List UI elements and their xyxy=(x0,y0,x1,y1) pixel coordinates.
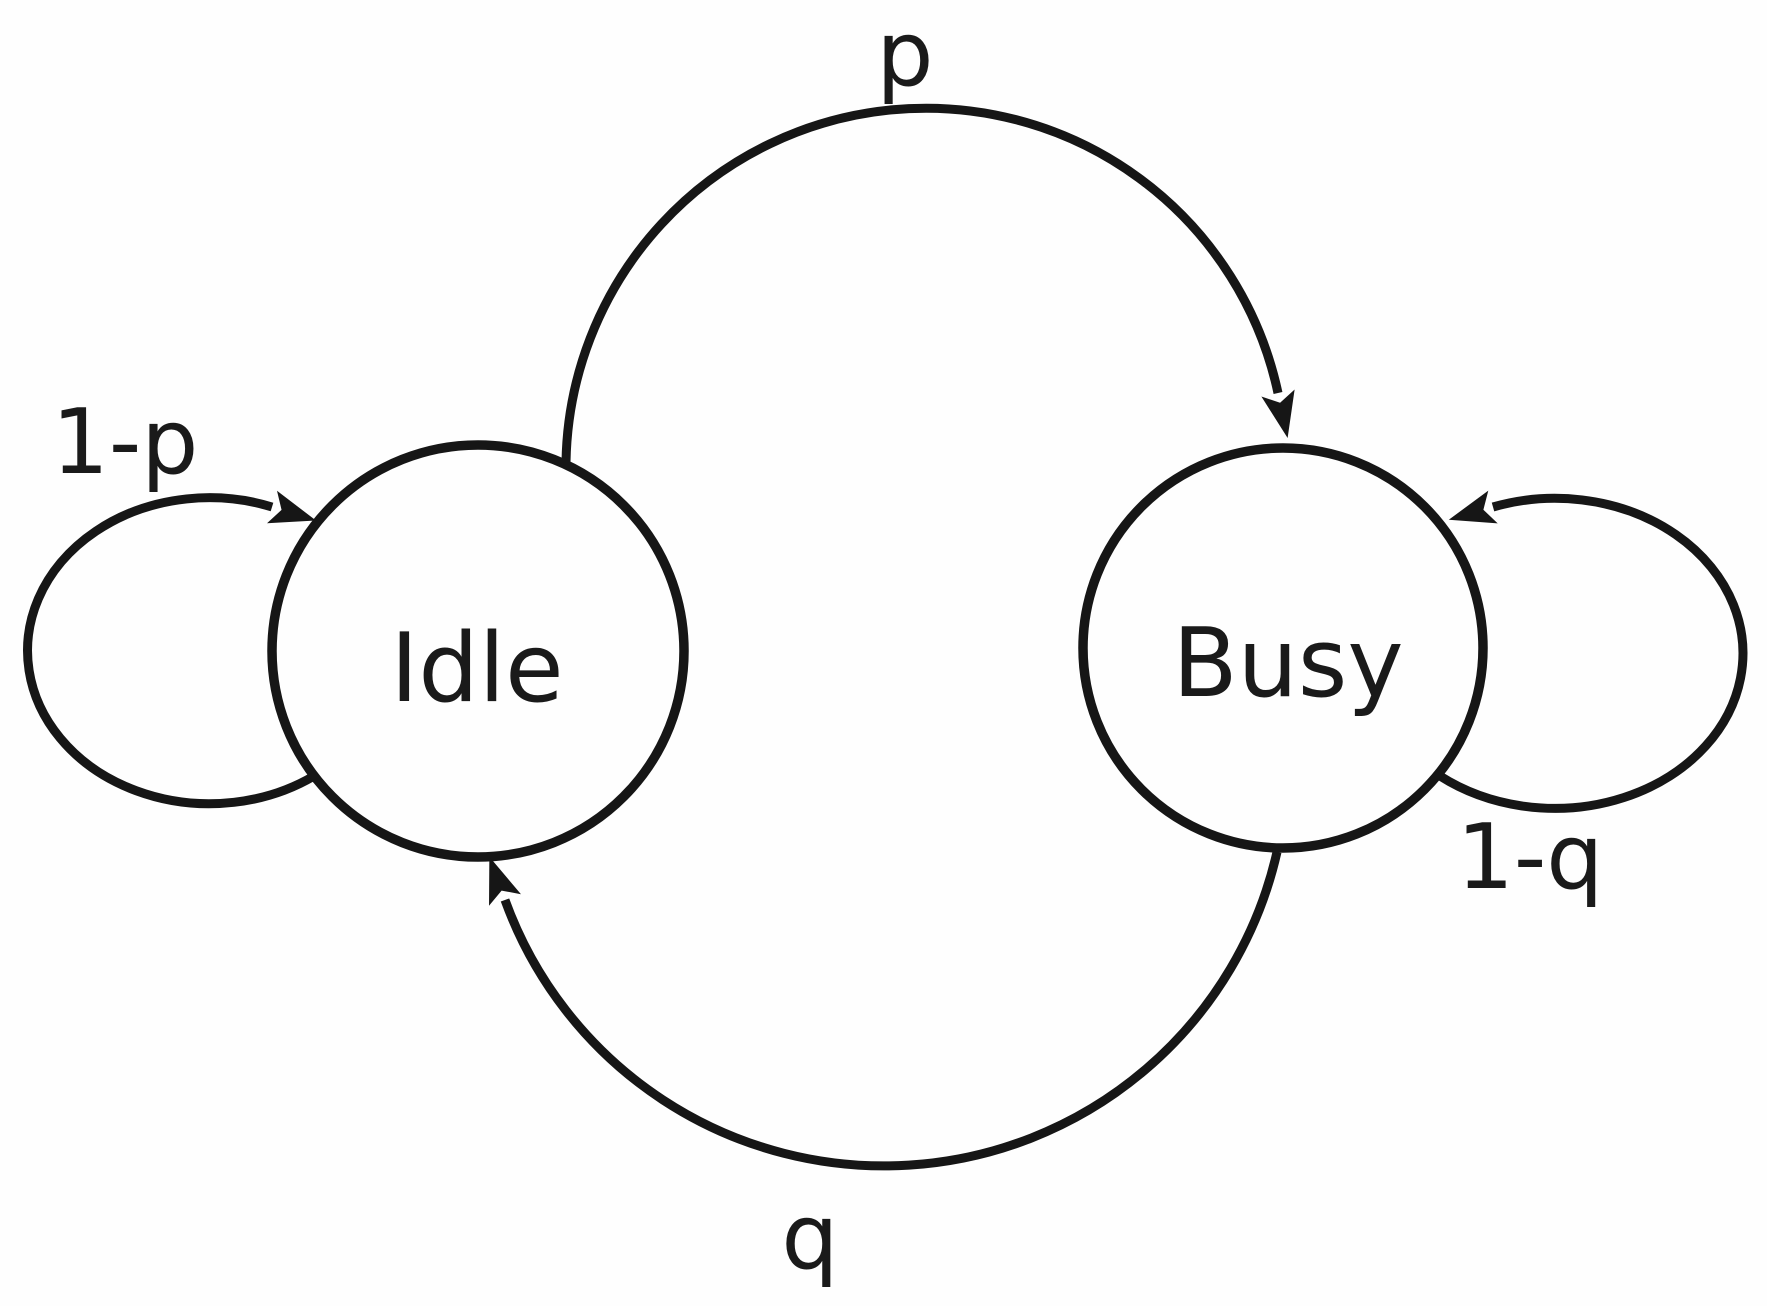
state-idle-circle xyxy=(267,440,689,862)
self-loop-idle xyxy=(23,490,317,809)
state-busy-label: Busy xyxy=(1172,609,1403,719)
transition-1-q-label: 1-q xyxy=(1457,805,1604,910)
transition-q-label: q xyxy=(781,1185,838,1290)
state-idle-label: Idle xyxy=(390,614,563,724)
transition-busy-to-idle-arc xyxy=(489,850,1282,1171)
transition-idle-to-busy-arc xyxy=(561,103,1295,463)
transition-1-p-label: 1-p xyxy=(52,390,199,495)
state-busy-circle xyxy=(1078,443,1488,853)
self-loop-busy xyxy=(1437,490,1748,813)
transition-p-label: p xyxy=(876,2,933,107)
